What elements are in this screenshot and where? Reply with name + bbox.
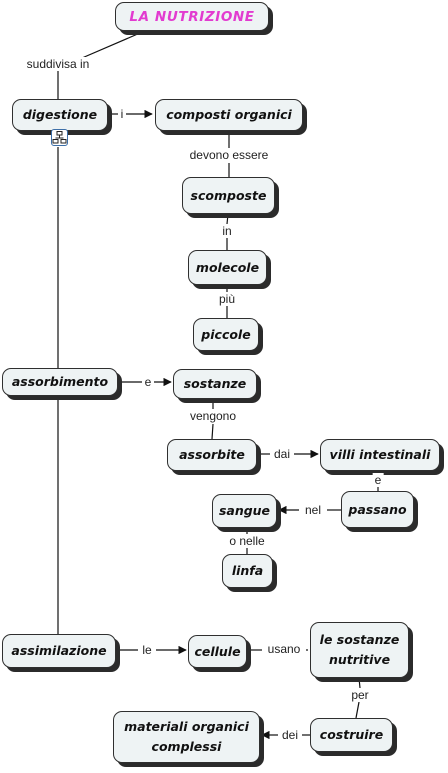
node-assorbimento[interactable]: assorbimento bbox=[2, 368, 118, 396]
node-composti-organici[interactable]: composti organici bbox=[155, 99, 303, 131]
line-vengono-assorbite bbox=[211, 423, 214, 440]
link-label-per: per bbox=[349, 688, 371, 702]
node-le-sostanze-nutritive[interactable]: le sostanze nutritive bbox=[310, 622, 409, 678]
link-label-usano: usano bbox=[265, 642, 303, 656]
link-label-suddivisa-in: suddivisa in bbox=[24, 57, 92, 71]
node-passano[interactable]: passano bbox=[341, 491, 414, 528]
link-label-le: le bbox=[140, 643, 154, 657]
line-scomposte-in bbox=[226, 213, 229, 225]
node-sostanze[interactable]: sostanze bbox=[173, 369, 257, 399]
line-title-suddivisa bbox=[81, 32, 141, 59]
link-label-in: in bbox=[220, 224, 234, 238]
link-label-dei: dei bbox=[279, 728, 301, 742]
link-label-vengono: vengono bbox=[187, 409, 239, 423]
link-label-e: e bbox=[142, 375, 154, 389]
node-molecole[interactable]: molecole bbox=[188, 250, 267, 285]
link-label-piu: più bbox=[216, 292, 238, 306]
link-label-dai: dai bbox=[271, 447, 293, 461]
node-linfa[interactable]: linfa bbox=[222, 554, 273, 588]
node-cellule[interactable]: cellule bbox=[188, 635, 247, 668]
line-per-costruire bbox=[355, 701, 360, 719]
node-digestione[interactable]: digestione bbox=[12, 99, 108, 131]
node-assimilazione[interactable]: assimilazione bbox=[2, 634, 116, 668]
node-piccole[interactable]: piccole bbox=[193, 318, 259, 351]
link-label-devono-essere: devono essere bbox=[187, 148, 271, 162]
link-label-o-nelle: o nelle bbox=[227, 534, 267, 548]
link-label-e-villi: e bbox=[372, 473, 384, 487]
node-assorbite[interactable]: assorbite bbox=[167, 439, 257, 471]
node-costruire[interactable]: costruire bbox=[310, 718, 393, 752]
node-la-nutrizione[interactable]: LA NUTRIZIONE bbox=[115, 2, 269, 31]
node-scomposte[interactable]: scomposte bbox=[182, 177, 275, 214]
submap-glyph bbox=[52, 131, 67, 144]
node-materiali-organici-complessi[interactable]: materiali organici complessi bbox=[113, 711, 260, 763]
link-label-i: i bbox=[118, 107, 126, 121]
node-villi-intestinali[interactable]: villi intestinali bbox=[320, 439, 440, 471]
submap-icon[interactable] bbox=[51, 129, 68, 146]
line-sostanze-nutritive-per bbox=[358, 677, 361, 689]
link-label-nel: nel bbox=[302, 503, 324, 517]
node-sangue[interactable]: sangue bbox=[212, 494, 277, 528]
